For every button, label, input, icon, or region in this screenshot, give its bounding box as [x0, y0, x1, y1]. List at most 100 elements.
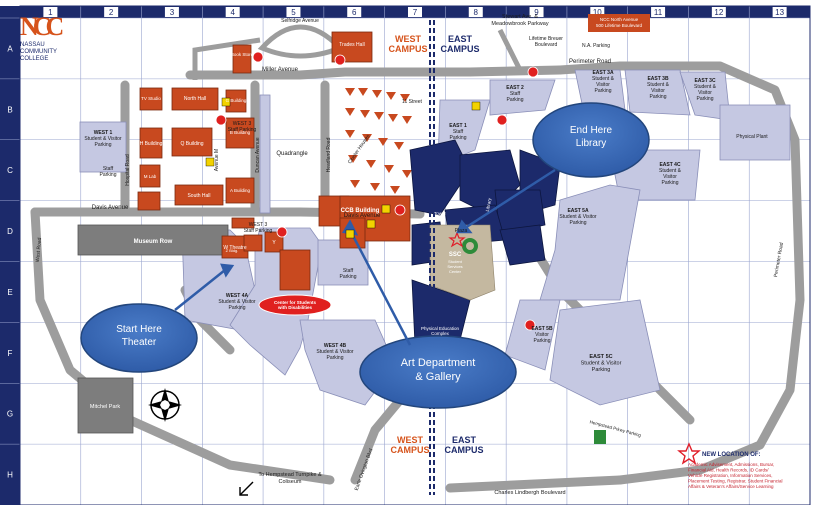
road-label: West Road [35, 237, 43, 262]
road-label: To Hempstead Turnpike & [258, 472, 322, 478]
parking-label: Parking [507, 97, 524, 103]
grid-col-label-box [468, 7, 483, 17]
parking-label: Parking [662, 180, 679, 186]
road-label: Davis Avenue [92, 205, 129, 211]
grid-col-label: 6 [352, 8, 357, 17]
end-callout-text[interactable]: End Here [570, 125, 613, 136]
building-label[interactable]: Center for Students [274, 300, 317, 305]
parking-label: Student & [647, 82, 670, 88]
legend-line: Financial Aid, Health Records, ID Cards/ [688, 468, 769, 473]
parking-label: Parking [592, 367, 611, 373]
parking-label: Staff [510, 91, 521, 97]
road-label: Miller Avenue [262, 67, 299, 73]
grid-col-label-box [651, 7, 666, 17]
north-compass-icon [148, 388, 182, 422]
parking-label: Parking [450, 135, 467, 141]
grid-col-label: 11 [654, 8, 663, 17]
grid-col-label-box [529, 7, 544, 17]
parking-label: EAST 2 [506, 85, 524, 91]
legend-line: Placement Testing, Registrar, Student Fi… [688, 479, 782, 484]
parking-label: Parking [327, 355, 344, 361]
plaza [429, 224, 496, 301]
parking-label: WEST 3 [249, 222, 268, 228]
parking-label: WEST 3 [233, 121, 252, 127]
start-callout[interactable] [80, 303, 198, 373]
east-campus-label: CAMPUS [444, 445, 483, 455]
start-callout-text[interactable]: Start Here [116, 324, 162, 335]
art-callout-text[interactable]: & Gallery [415, 371, 461, 383]
gray-areas [77, 224, 229, 434]
start-callout-text[interactable]: Theater [122, 337, 157, 348]
grid-col-label: 8 [474, 8, 479, 17]
building-label: TV Studio [141, 96, 161, 101]
parking-label: Staff Parking [244, 228, 273, 234]
grid-col-label-box [225, 7, 240, 17]
building-label: CCB Building [341, 208, 380, 214]
building-label: Plaza [455, 228, 468, 234]
road-label: Meadowbrook Parkway [491, 21, 548, 27]
grid-col-label: 1 [48, 8, 53, 17]
accessibility-markers [205, 97, 481, 239]
building-label: Center [449, 269, 462, 274]
grid-col-label: 9 [534, 8, 539, 17]
logo-line2: COMMUNITY [20, 49, 57, 55]
parking-label: Parking [650, 94, 667, 100]
parking-label: Staff [453, 129, 464, 135]
grid-row-label: D [7, 227, 13, 236]
parking-label: EAST 3B [647, 76, 669, 82]
parking-label: EAST 1 [449, 123, 467, 129]
west-campus-label: WEST [397, 435, 424, 445]
grid-col-label: 7 [413, 8, 418, 17]
art-callout-text[interactable]: Art Department [401, 357, 476, 369]
parking-label: Parking [95, 142, 112, 148]
parking-label: Staff [103, 166, 114, 172]
grid-row-label: B [7, 105, 12, 114]
parking-label: EAST 5C [589, 354, 612, 360]
grid-col-label: 10 [593, 8, 602, 17]
grid-row-label: F [8, 349, 13, 358]
green-marker [594, 430, 606, 444]
ncc-logo: NCC NASSAU COMMUNITY COLLEGE [20, 12, 70, 67]
parking-label: EAST 3C [694, 78, 716, 84]
grid-col-label: 12 [714, 8, 723, 17]
end-callout-text[interactable]: Library [576, 138, 607, 149]
southwest-arrow-icon [239, 481, 254, 496]
building-label: Q Building [180, 141, 203, 147]
grid-row-band [0, 6, 20, 505]
end-callout[interactable] [532, 102, 650, 178]
art-callout[interactable] [359, 335, 517, 409]
road-label: Headland Road [326, 137, 332, 172]
building-label[interactable]: with Disabilities [277, 305, 313, 310]
road-label: Davis Avenue [344, 213, 381, 219]
parking-label: EAST 5B [531, 326, 553, 332]
grid-col-label-box [590, 7, 605, 17]
road-label: Duncan Avenue [255, 137, 261, 172]
building-label: B Building [230, 130, 251, 135]
parking-label: EAST 5A [567, 208, 589, 214]
building-label: M Lab [144, 174, 157, 179]
building-label: Services [447, 264, 462, 269]
road-label: Coliseum [279, 479, 302, 485]
parking-label: WEST 1 [94, 130, 113, 136]
legend-line: Vehicle Registration, Information Servic… [688, 473, 773, 478]
parking-label: Staff [343, 268, 354, 274]
parking-label: Visitor [663, 174, 677, 180]
center-disabilities-marker[interactable] [258, 294, 332, 316]
west-campus-label: CAMPUS [388, 44, 427, 54]
west-buildings [137, 31, 411, 291]
building-label: Physical Education [421, 326, 460, 331]
parking-label: Visitor [596, 82, 610, 88]
building-label: Trades Hall [339, 42, 364, 48]
grid-row-label: C [7, 166, 13, 175]
building-label: North Hall [184, 96, 206, 102]
building-label: South Hall [187, 193, 210, 199]
parking-label: EAST 4C [659, 162, 681, 168]
parking-label: EAST 3A [592, 70, 614, 76]
info-markers [215, 51, 539, 331]
parking-label: WEST 4A [226, 293, 249, 299]
legend-title: NEW LOCATION OF: [702, 452, 761, 458]
building-label: Physical Plant [736, 134, 768, 140]
parking-label: Visitor [651, 88, 665, 94]
grid-col-label: 3 [170, 8, 175, 17]
